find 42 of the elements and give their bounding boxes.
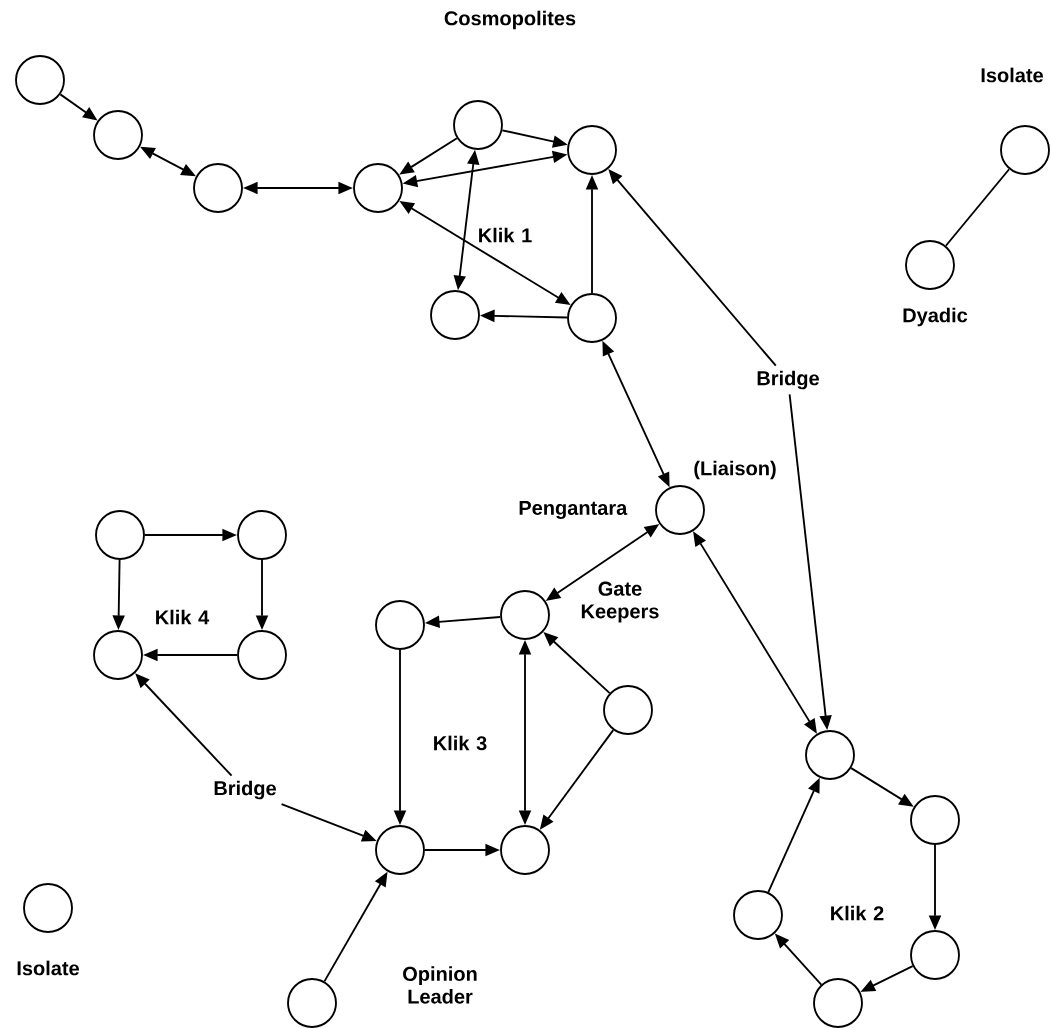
node-caption: Gate Keepers	[581, 581, 659, 623]
circle-node	[500, 825, 550, 875]
node-caption: Isolate	[981, 67, 1043, 83]
node-caption: (Liaison)	[694, 460, 776, 480]
node-label: Bridge	[757, 370, 819, 390]
circle-node	[603, 685, 653, 735]
circle-node	[430, 290, 480, 340]
text-label: Klik 2	[831, 905, 884, 921]
circle-node	[237, 630, 287, 680]
circle-node	[23, 883, 73, 933]
circle-node	[905, 240, 955, 290]
circle-node	[910, 795, 960, 845]
node-caption: Pengantara	[519, 501, 628, 519]
circle-node	[15, 55, 65, 105]
circle-node	[453, 100, 503, 150]
circle-node	[805, 730, 855, 780]
text-label: Opinion Leader	[403, 966, 477, 1004]
circle-node	[567, 293, 617, 343]
text-label: Klik 1	[479, 227, 532, 243]
circle-node	[567, 125, 617, 175]
circle-node	[733, 890, 783, 940]
text-label: Klik 4	[156, 609, 210, 625]
circle-node	[95, 510, 145, 560]
circle-node	[500, 590, 550, 640]
circle-node	[353, 163, 403, 213]
circle-node	[375, 825, 425, 875]
circle-node	[910, 930, 960, 980]
circle-node	[237, 510, 287, 560]
text-label: Klik 3	[434, 735, 487, 751]
text-label: Cosmopolites	[444, 10, 576, 30]
circle-node	[93, 630, 143, 680]
circle-node	[193, 163, 243, 213]
node-label: Bridge	[214, 780, 276, 800]
circle-node	[287, 978, 337, 1028]
circle-node	[375, 600, 425, 650]
circle-node	[1000, 125, 1050, 175]
circle-node	[93, 110, 143, 160]
node-caption: Isolate	[17, 960, 79, 976]
circle-node	[813, 978, 863, 1028]
node-caption: Dyadic	[903, 307, 968, 327]
arrow	[608, 169, 777, 367]
circle-node	[655, 485, 705, 535]
